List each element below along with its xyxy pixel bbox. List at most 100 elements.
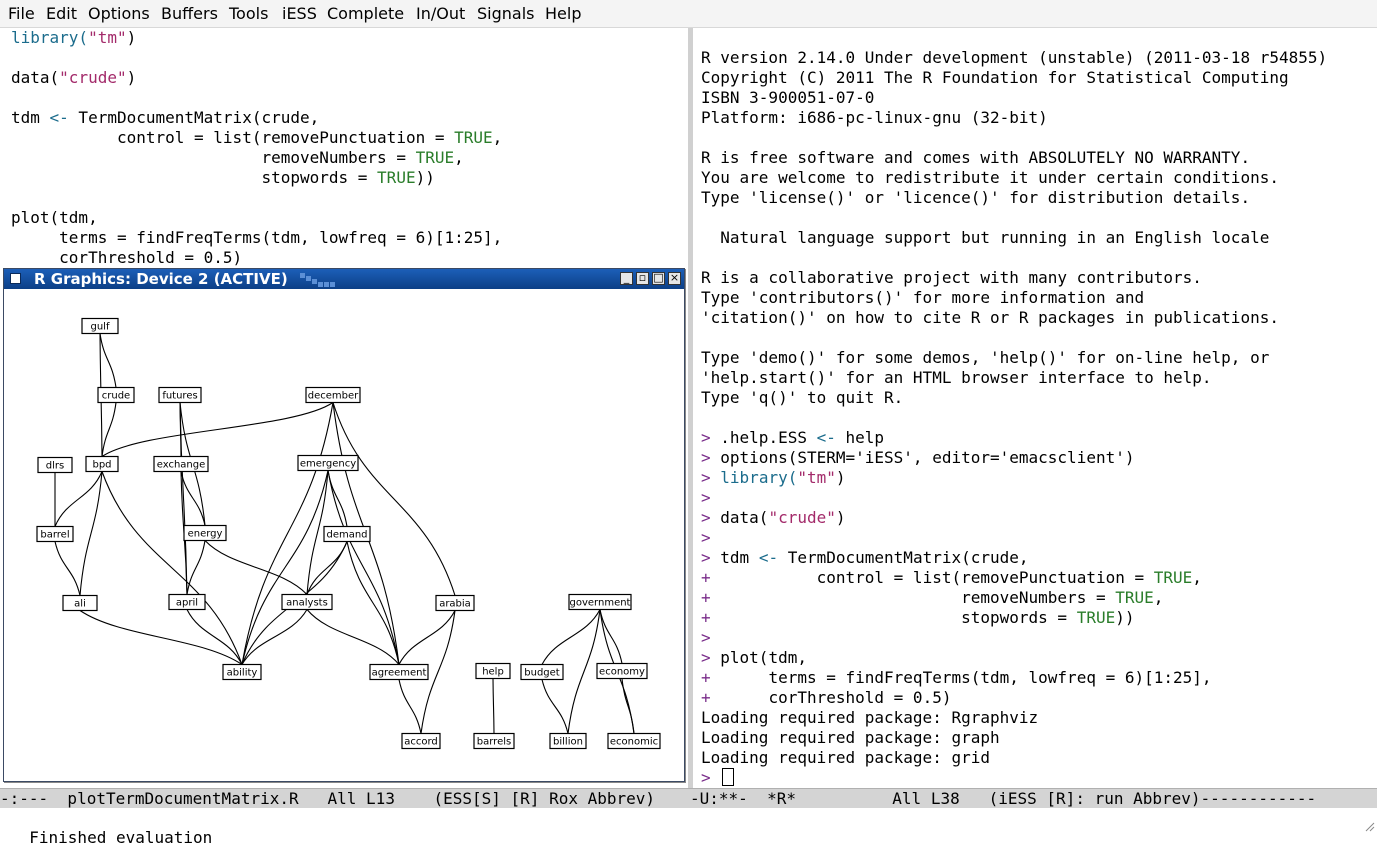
code-token: R is a collaborative project with many c… (701, 268, 1202, 287)
code-line: Type 'license()' or 'licence()' for dist… (701, 188, 1250, 208)
graph-edge (79, 610, 243, 665)
menu-help[interactable]: Help (545, 4, 582, 23)
code-token: > (701, 768, 711, 787)
code-line: R is a collaborative project with many c… (701, 268, 1202, 288)
code-token: "crude" (768, 508, 836, 527)
code-token: 'help.start()' for an HTML browser inter… (701, 368, 1212, 387)
graph-edge (101, 402, 117, 457)
graph-edge (398, 610, 456, 665)
graph-node-help: help (475, 662, 511, 680)
menu-iess[interactable]: iESS (282, 4, 317, 23)
menu-complete[interactable]: Complete (327, 4, 405, 23)
menu-tools[interactable]: Tools (229, 4, 269, 23)
resize-grip-icon[interactable] (1363, 820, 1375, 832)
code-line: R version 2.14.0 Under development (unst… (701, 48, 1327, 68)
graph-node-label: dlrs (46, 461, 64, 472)
code-token: Loading required package: graph (701, 728, 1000, 747)
code-line: + removeNumbers = TRUE, (701, 588, 1163, 608)
graph-edge (186, 609, 243, 665)
graph-node-economic: economic (607, 732, 661, 750)
minibuffer[interactable]: Finished evaluation (0, 808, 1377, 847)
maximize-button[interactable]: □ (652, 271, 665, 285)
graph-edge (327, 470, 400, 665)
code-line: ISBN 3-900051-07-0 (701, 88, 874, 108)
iess-console-pane[interactable]: R version 2.14.0 Under development (unst… (693, 28, 1377, 788)
graph-edge (79, 471, 103, 596)
code-token: TermDocumentMatrix(crude, (778, 548, 1029, 567)
menu-edit[interactable]: Edit (46, 4, 77, 23)
graph-node-barrel: barrel (36, 525, 74, 543)
window-menu-icon[interactable] (10, 273, 21, 284)
menu-bar: File Edit Options Buffers Tools iESS Complete I… (0, 0, 1377, 28)
graph-node-crude: crude (97, 386, 135, 404)
code-line: corThreshold = 0.5) (11, 248, 242, 268)
code-token: > (701, 528, 711, 547)
graph-edge (420, 610, 456, 734)
graph-node-label: budget (524, 668, 560, 679)
graph-node-economy: economy (596, 662, 648, 680)
graph-node-barrels: barrels (473, 732, 515, 750)
code-token: > (701, 428, 711, 447)
graph-edge (54, 471, 103, 527)
window-divider[interactable] (688, 28, 693, 788)
code-line: 'citation()' on how to cite R or R packa… (701, 308, 1279, 328)
code-token: <- (49, 108, 69, 127)
graph-node-analysts: analysts (281, 593, 333, 611)
menu-options[interactable]: Options (88, 4, 150, 23)
code-token: + (701, 588, 711, 607)
graphics-titlebar[interactable]: R Graphics: Device 2 (ACTIVE) _ ▫ □ × (4, 269, 684, 289)
code-token: R is free software and comes with ABSOLU… (701, 148, 1251, 167)
modeline-right: -U:**- *R* All L38 (iESS [R]: run Abbrev… (690, 788, 1377, 808)
graph-node-label: barrels (477, 737, 511, 748)
graph-edge (306, 470, 329, 595)
r-graphics-window[interactable]: R Graphics: Device 2 (ACTIVE) _ ▫ □ × gu… (3, 268, 685, 782)
menu-in-out[interactable]: In/Out (416, 4, 466, 23)
text-cursor (722, 768, 735, 786)
code-line: > (701, 488, 711, 508)
code-line: > (701, 528, 711, 548)
code-line: Type 'q()' to quit R. (701, 388, 903, 408)
code-line: R is free software and comes with ABSOLU… (701, 148, 1250, 168)
minimize-button[interactable]: ▫ (636, 272, 649, 285)
graph-node-label: ability (227, 668, 258, 679)
close-button[interactable]: × (668, 271, 681, 285)
code-token: ) (126, 68, 137, 87)
code-line: library("tm") (11, 28, 136, 48)
graph-node-label: economic (610, 737, 658, 748)
graph-node-futures: futures (158, 386, 202, 404)
code-line: removeNumbers = TRUE, (11, 148, 463, 168)
code-token: ) (835, 468, 846, 487)
graph-edge (204, 540, 308, 595)
code-line: + corThreshold = 0.5) (701, 688, 951, 708)
code-token: Type 'q()' to quit R. (701, 388, 904, 407)
menu-signals[interactable]: Signals (477, 4, 535, 23)
code-token: stopwords = (710, 608, 1077, 627)
code-token: Platform: i686-pc-linux-gnu (32-bit) (701, 108, 1048, 127)
code-line: > data("crude") (701, 508, 846, 528)
code-token: + (701, 688, 711, 707)
code-line: Type 'contributors()' for more informati… (701, 288, 1144, 308)
code-token: <- (816, 428, 836, 447)
code-line: Copyright (C) 2011 The R Foundation for … (701, 68, 1289, 88)
code-line: tdm <- TermDocumentMatrix(crude, (11, 108, 319, 128)
code-line: Platform: i686-pc-linux-gnu (32-bit) (701, 108, 1048, 128)
code-token: > (701, 488, 711, 507)
menu-buffers[interactable]: Buffers (161, 4, 218, 23)
code-line: > options(STERM='iESS', editor='emacscli… (701, 448, 1134, 468)
graph-node-dlrs: dlrs (37, 456, 73, 474)
graph-node-exchange: exchange (153, 455, 209, 473)
graph-node-label: futures (162, 391, 197, 402)
graph-edge (327, 470, 348, 527)
menu-file[interactable]: File (8, 4, 35, 23)
graph-edge (54, 541, 81, 596)
code-line: terms = findFreqTerms(tdm, lowfreq = 6)[… (11, 228, 502, 248)
graph-node-label: help (482, 667, 504, 678)
shade-button[interactable]: _ (620, 272, 633, 285)
graph-node-label: april (176, 598, 198, 609)
code-token: > (701, 508, 711, 527)
graph-node-label: analysts (286, 598, 328, 609)
graph-node-label: barrel (40, 530, 69, 541)
code-line: 'help.start()' for an HTML browser inter… (701, 368, 1212, 388)
graph-edge (241, 609, 308, 665)
graph-node-arabia: arabia (435, 594, 475, 612)
